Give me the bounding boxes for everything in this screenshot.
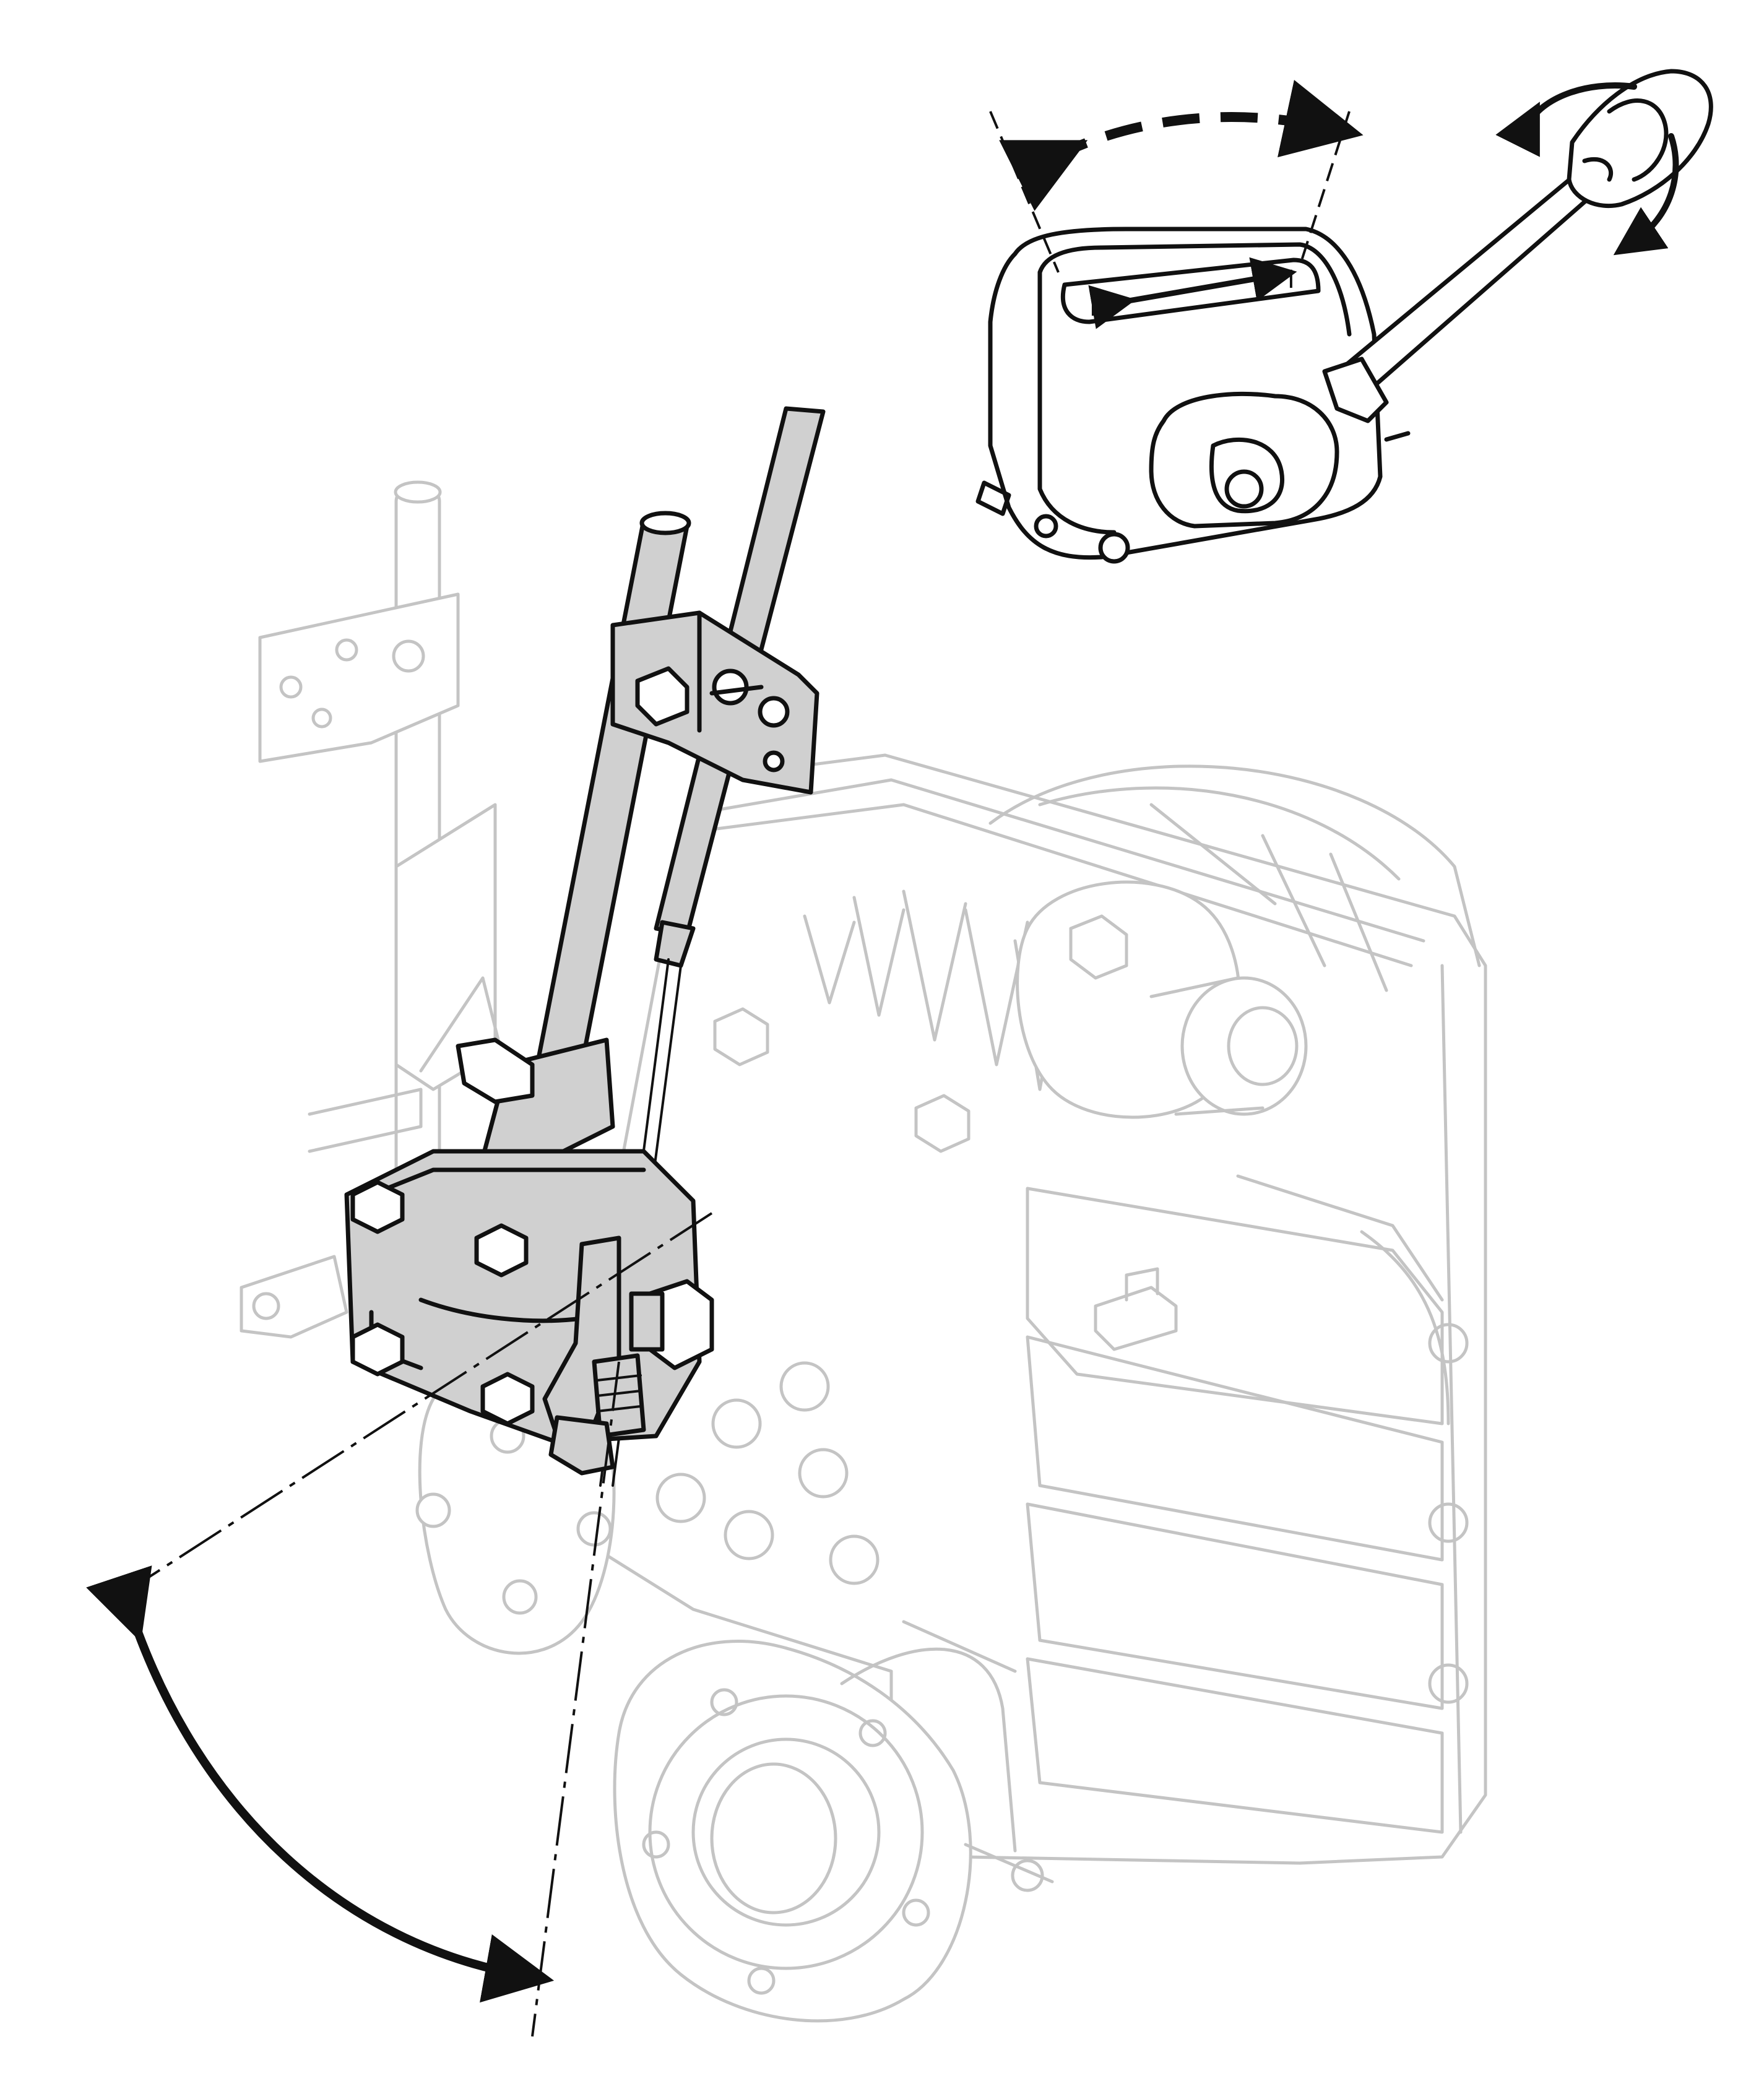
slot-mark-left: Γ — [1089, 293, 1104, 322]
rotate-arrow-icon — [1613, 133, 1679, 256]
remote-control-lever-box: Γ I — [975, 69, 1713, 564]
gearbox-housing — [415, 753, 1487, 2023]
curved-double-arrow-icon — [86, 1565, 555, 2003]
double-arrow-icon — [1088, 257, 1297, 329]
shift-swing-reference-upper — [98, 1212, 713, 1611]
ghosted-selector-rod — [240, 480, 503, 1339]
double-arrow-icon — [999, 80, 1364, 211]
rotate-arrow-icon — [1495, 82, 1637, 157]
gear-shift-actuator — [344, 406, 826, 1487]
shift-swing-reference-lower — [531, 1361, 620, 2037]
slot-mark-right: I — [1287, 266, 1295, 294]
